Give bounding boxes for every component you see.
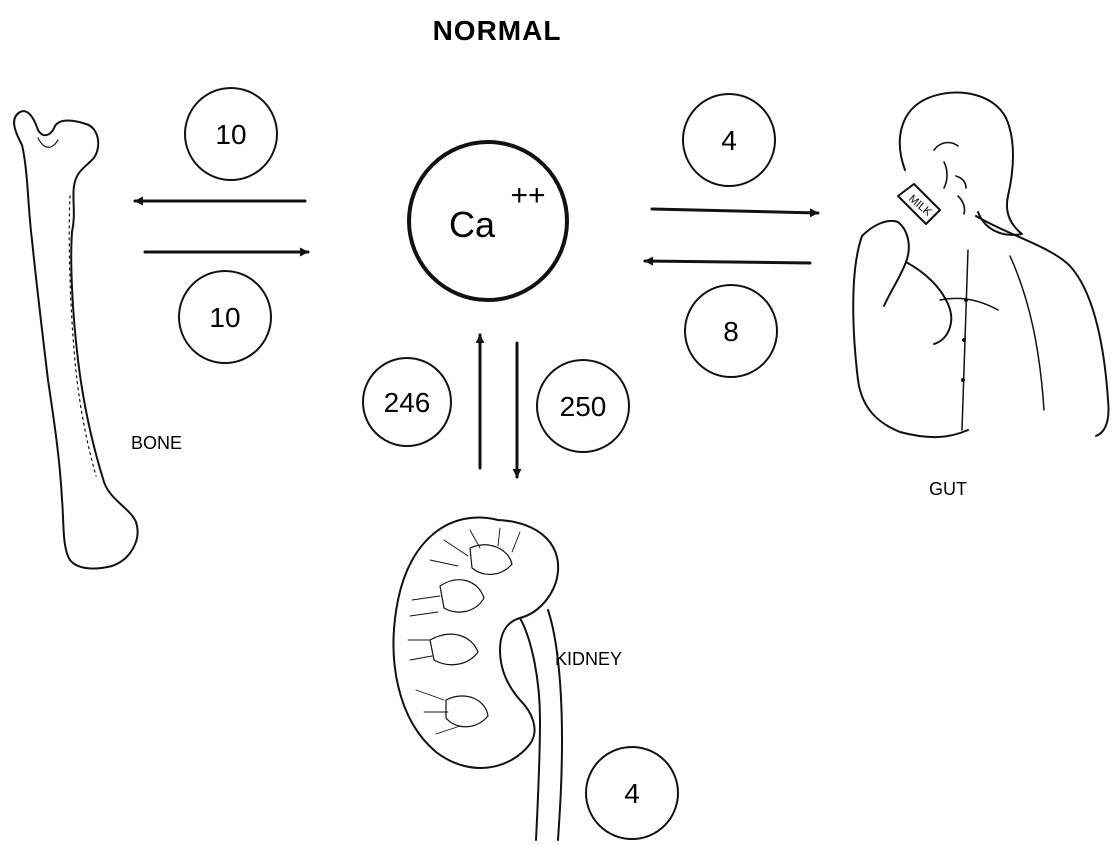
flow-value-gut-to-ca: 8	[723, 316, 739, 347]
flow-badge-kidney-to-ca: 246	[363, 358, 451, 446]
milk-carton-label: MILK	[906, 193, 934, 219]
kidney-label: KIDNEY	[555, 649, 622, 669]
flow-value-bone-to-ca: 10	[209, 302, 240, 333]
bone-illustration	[14, 111, 137, 568]
person-drinking-milk-illustration: MILK	[853, 92, 1108, 437]
flow-value-ca-to-kidney: 250	[560, 391, 607, 422]
bone-label: BONE	[131, 433, 182, 453]
arrow-ca-to-gut	[652, 209, 818, 213]
flow-value-ca-to-gut: 4	[721, 125, 737, 156]
arrow-gut-to-ca	[645, 261, 810, 263]
flow-badge-ca-to-gut: 4	[683, 94, 775, 186]
flow-badge-kidney-excretion: 4	[586, 747, 678, 839]
flow-badge-ca-to-kidney: 250	[537, 360, 629, 452]
diagram-title: NORMAL	[433, 15, 562, 46]
flow-value-ca-to-bone: 10	[215, 119, 246, 150]
flow-badge-bone-to-ca: 10	[179, 271, 271, 363]
kidney-ureter	[520, 610, 562, 840]
calcium-pool: Ca ++	[409, 142, 567, 300]
flow-value-kidney-excretion: 4	[624, 778, 640, 809]
flow-badge-gut-to-ca: 8	[685, 285, 777, 377]
flow-value-kidney-to-ca: 246	[384, 387, 431, 418]
kidney-illustration	[394, 518, 562, 840]
kidney-outline	[394, 518, 559, 768]
calcium-ion-label: Ca	[449, 204, 496, 245]
calcium-charge-label: ++	[510, 179, 545, 212]
gut-label: GUT	[929, 479, 967, 499]
flow-badge-ca-to-bone: 10	[185, 88, 277, 180]
